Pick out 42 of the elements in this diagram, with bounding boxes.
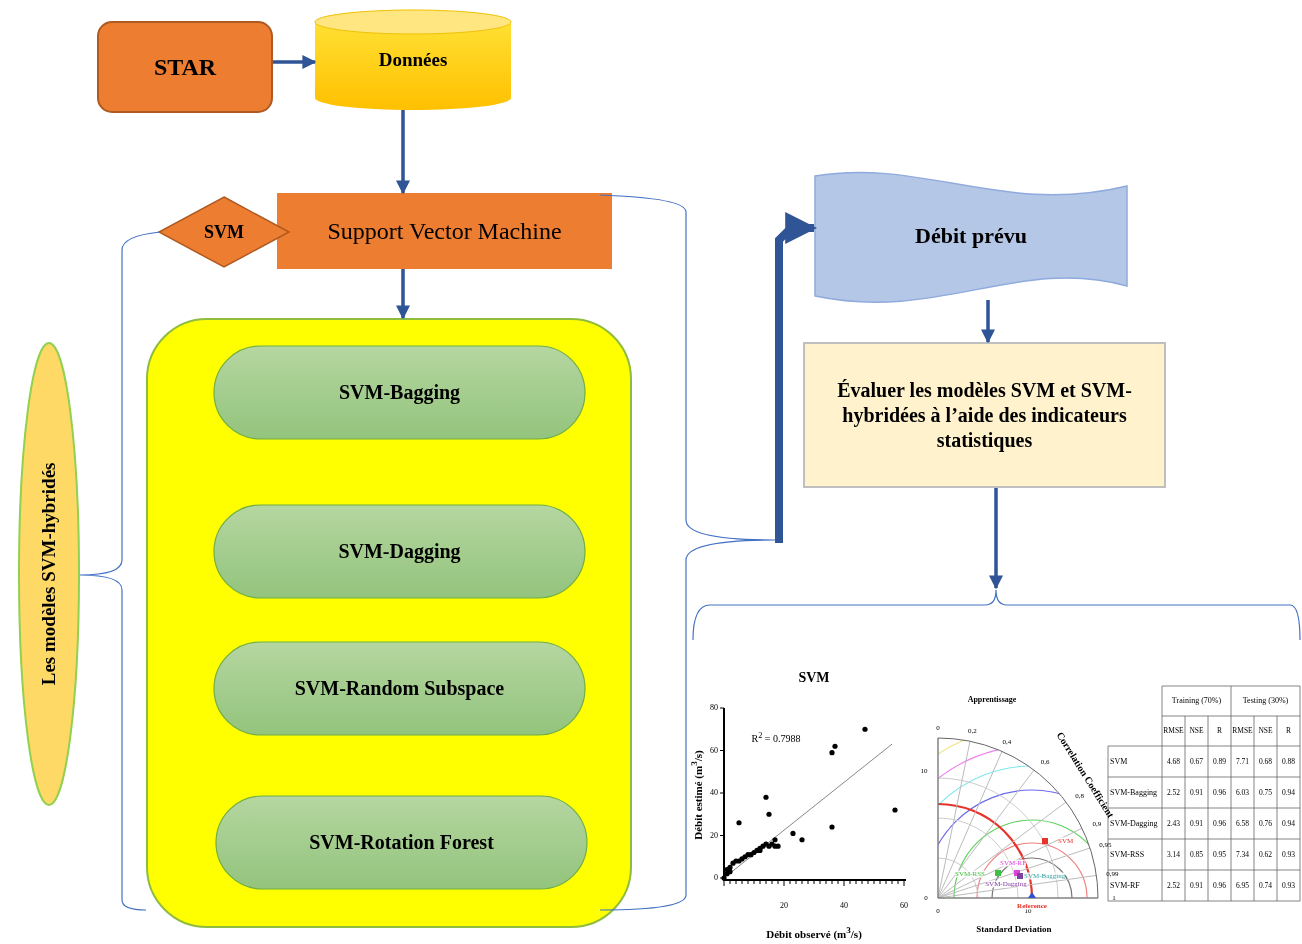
node-label: STAR bbox=[153, 53, 217, 82]
node-label: Données bbox=[378, 48, 448, 72]
chart-title: Apprentissage bbox=[967, 696, 1017, 704]
tick-label: 60 bbox=[900, 902, 908, 910]
node-label: Débit prévu bbox=[915, 222, 1027, 250]
arrow bbox=[981, 300, 995, 344]
tick-label: 0 bbox=[714, 874, 718, 882]
row-header: SVM-RSS bbox=[1110, 850, 1145, 859]
database-cylinder bbox=[315, 10, 511, 110]
bracket bbox=[691, 588, 1302, 642]
tick-label: 40 bbox=[710, 789, 718, 797]
node-label: Évaluer les modèles SVM et SVM-hybridées à l’aide des indicateurs statistiques bbox=[836, 377, 1133, 453]
group-ellipse bbox=[18, 342, 80, 806]
arrow bbox=[989, 488, 1003, 590]
arrow bbox=[273, 55, 317, 69]
table-header: Training (70%) bbox=[1171, 697, 1222, 705]
row-header: SVM-RF bbox=[1110, 881, 1140, 890]
decision-diamond bbox=[158, 196, 290, 268]
group-panel bbox=[146, 318, 632, 928]
tick-label: 80 bbox=[710, 704, 718, 712]
row-header: SVM-Dagging bbox=[1110, 819, 1158, 828]
chart-title: SVM bbox=[798, 671, 830, 685]
tick-label: 60 bbox=[710, 747, 718, 755]
tick-label: 40 bbox=[840, 902, 848, 910]
node-label: SVM-Random Subspace bbox=[294, 676, 505, 701]
table-header: Testing (30%) bbox=[1242, 697, 1289, 705]
start-box bbox=[97, 21, 273, 113]
node-label: SVM-Rotation Forest bbox=[309, 830, 494, 855]
node-label: SVM-Dagging bbox=[338, 539, 461, 564]
tick-label: 20 bbox=[710, 832, 718, 840]
arrow bbox=[396, 110, 410, 195]
axis-title: Standard Deviation bbox=[976, 924, 1052, 934]
node-label: SVM-Bagging bbox=[338, 380, 461, 405]
node-label: Les modèles SVM-hybridés bbox=[37, 462, 61, 686]
node-label: SVM bbox=[204, 220, 244, 244]
arrow bbox=[396, 269, 410, 320]
bracket bbox=[80, 229, 162, 913]
node-label: Support Vector Machine bbox=[327, 217, 562, 246]
row-header: SVM bbox=[1110, 757, 1128, 766]
evaluation-box bbox=[803, 342, 1166, 488]
axis-title: Débit observé (m$^{3}$/s) bbox=[766, 926, 862, 940]
r-squared-text: R$^{2}$ = 0.7988 bbox=[751, 731, 801, 745]
